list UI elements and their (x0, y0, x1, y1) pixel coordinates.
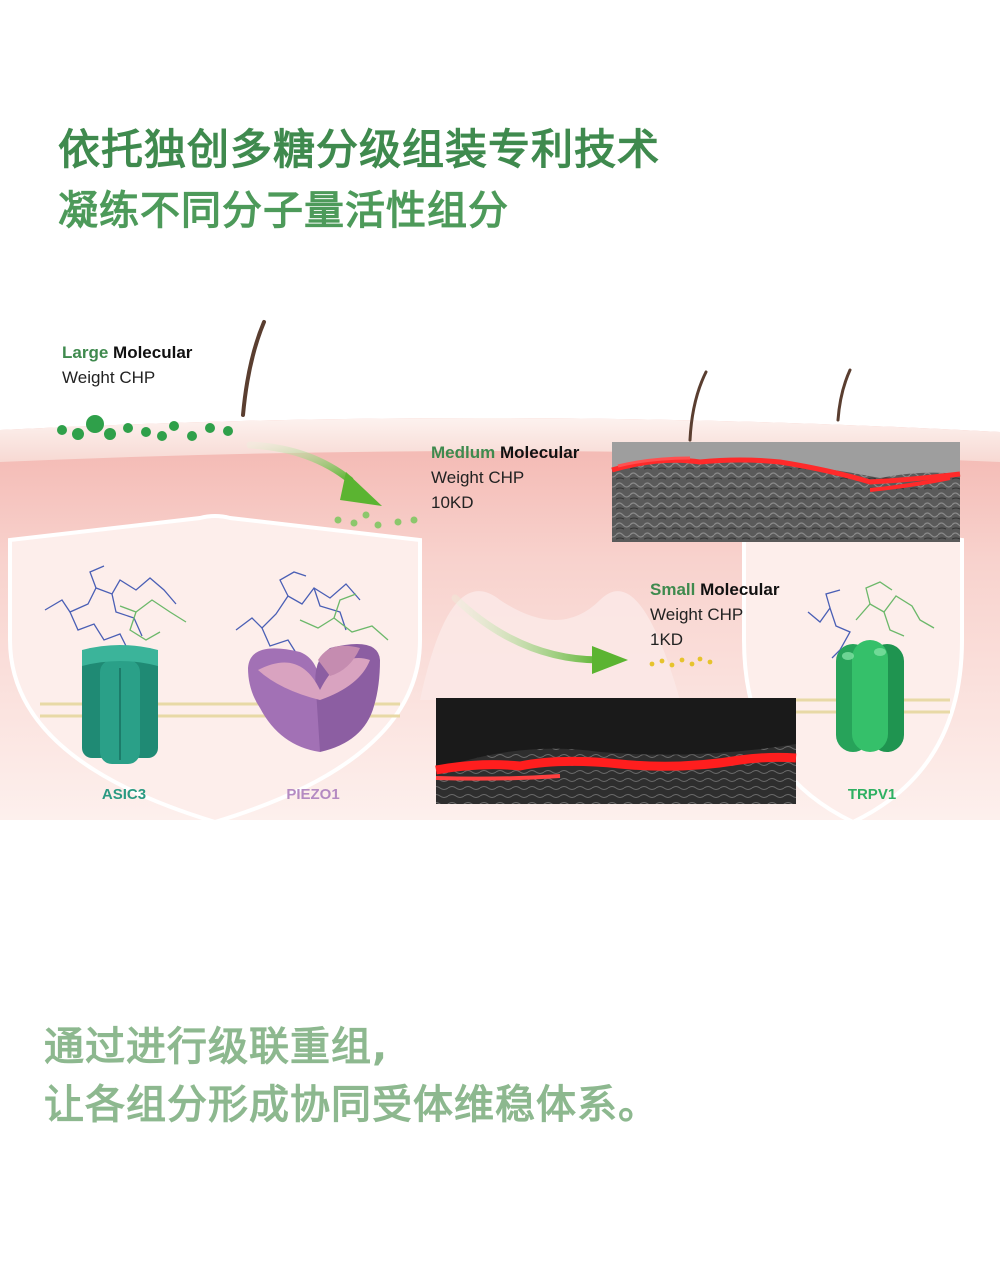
small-molecule-dots (649, 656, 713, 668)
asic3-label: ASIC3 (101, 786, 147, 803)
medium-molecule-dots (334, 511, 418, 529)
arrowhead-icon (592, 646, 628, 674)
medium-weight-text: Weight CHP (431, 468, 525, 487)
large-molecule-dots (57, 415, 233, 441)
piezo1-protein (248, 644, 380, 752)
hair-icon (836, 368, 852, 422)
hair-icon (241, 320, 266, 417)
glycan-network-center (235, 571, 389, 657)
small-weight-text: Weight CHP (650, 605, 744, 624)
asic3-protein (82, 645, 158, 764)
trpv1-protein (836, 640, 904, 752)
small-molecular-word: Molecular (700, 580, 780, 599)
small-size-word: Small (650, 580, 696, 599)
small-molecule-label: Small Molecular Weight CHP 1KD (650, 577, 779, 652)
arrowhead-icon (340, 472, 382, 506)
micrograph-small (435, 698, 797, 804)
glycan-network-right (807, 581, 935, 659)
headline: 依托独创多糖分级组装专利技术 (58, 125, 661, 174)
medium-kd-text: 10KD (431, 493, 474, 512)
large-size-word: Large (62, 343, 109, 362)
micrograph-medium (611, 442, 961, 542)
penetration-arrow-1 (246, 441, 354, 484)
footer-line-1: 通过进行级联重组, (44, 1024, 389, 1070)
large-molecule-label: Large Molecular Weight CHP (62, 340, 192, 390)
medium-molecule-label: Medlum Molecular Weight CHP 10KD (431, 440, 579, 515)
medium-size-word: Medlum (431, 443, 496, 462)
hair-icon (688, 370, 708, 442)
subheadline: 凝练不同分子量活性组分 (58, 188, 509, 234)
skin-diagram (0, 320, 1000, 825)
small-kd-text: 1KD (650, 630, 684, 649)
large-molecular-word: Molecular (113, 343, 193, 362)
footer-line-2: 让各组分形成协同受体维稳体系。 (44, 1082, 659, 1128)
piezo1-label: PIEZO1 (286, 786, 340, 803)
large-weight-text: Weight CHP (62, 368, 156, 387)
glycan-network-left (44, 565, 187, 651)
medium-molecular-word: Molecular (499, 443, 580, 462)
trpv1-label: TRPV1 (847, 786, 897, 803)
penetration-arrow-2 (451, 594, 604, 664)
